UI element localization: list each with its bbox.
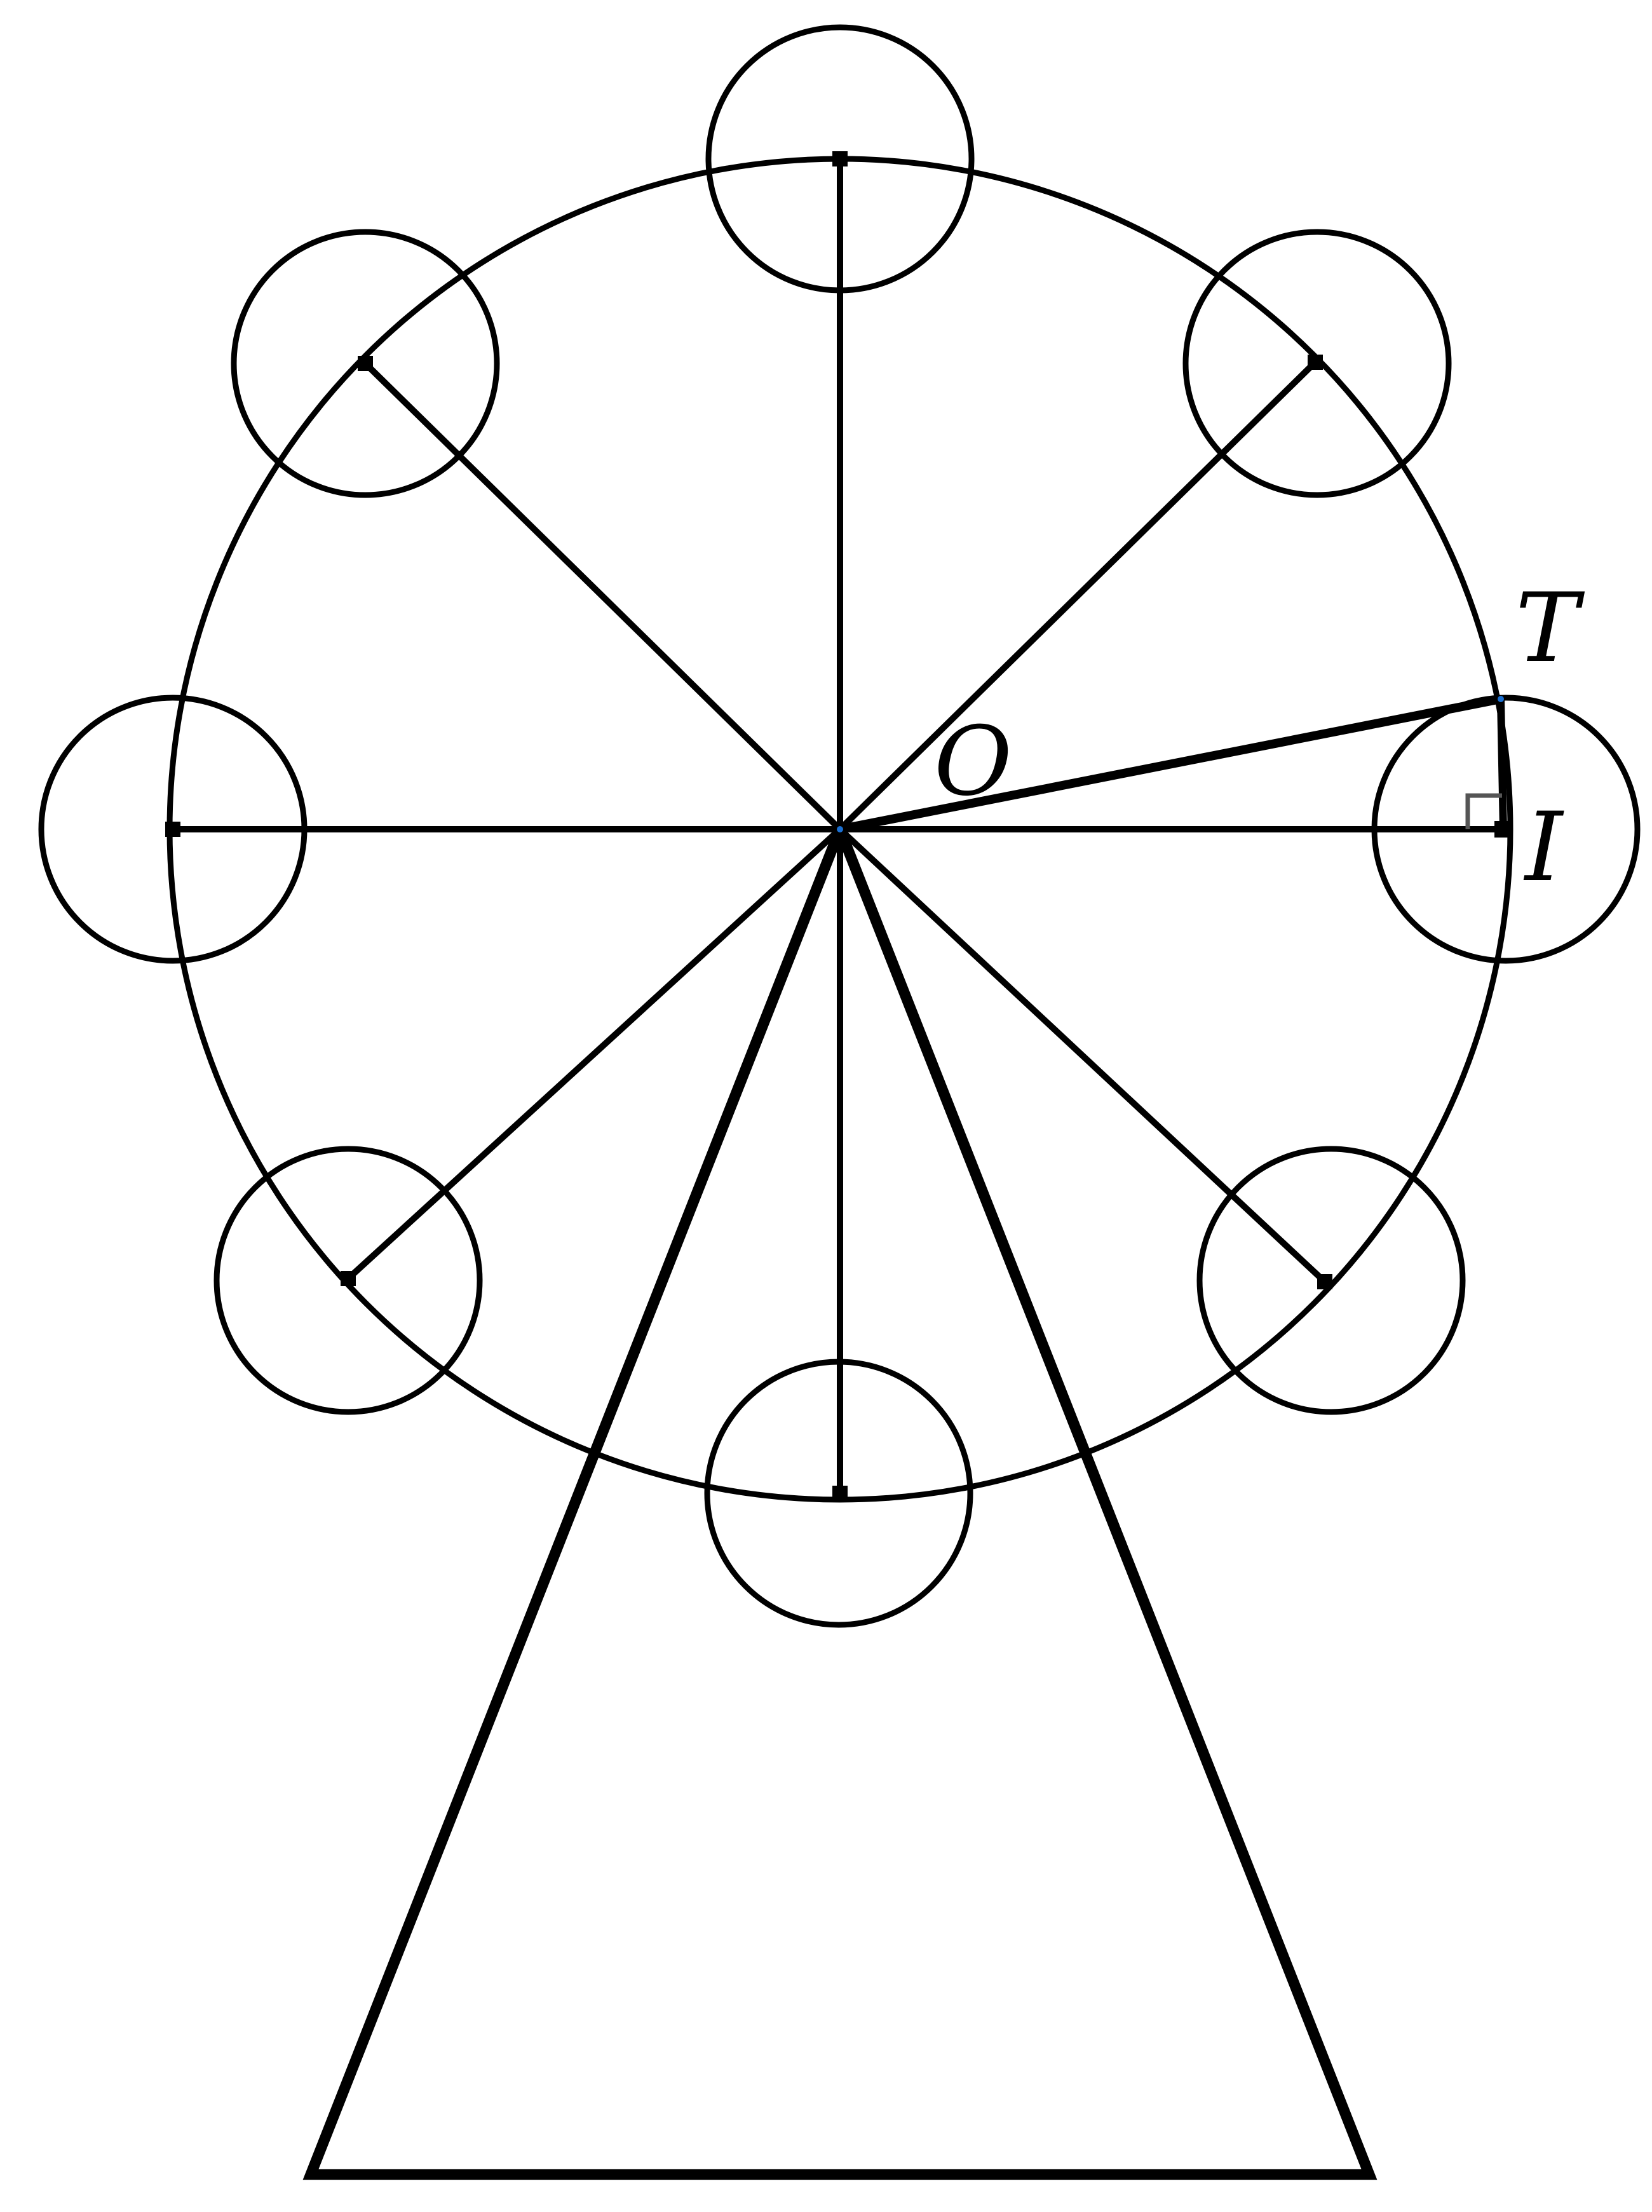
point-t-marker [1498,696,1504,702]
gondola-bottom [704,1359,973,1628]
spoke-bottom-right [837,827,1327,1284]
spoke-end-dots [165,151,1332,1501]
gondola-left [38,695,308,964]
dot-bottom-left [341,1271,356,1286]
support-legs-and-base [302,827,1378,2180]
dot-top-right [1308,355,1323,370]
point-o-marker [837,826,843,832]
gondola-right [1371,695,1641,964]
label-i: I [1523,792,1564,903]
dot-left [165,822,180,837]
segment-ti [1497,698,1507,830]
segment-ot [839,695,1502,834]
gondolas [38,24,1641,1628]
spoke-top-left [363,361,843,832]
gondola-bottom-right [1196,1146,1466,1415]
dot-top-left [358,356,373,371]
spokes [173,159,1503,1493]
point-i-marker [1494,821,1511,838]
gondola-top-right [1182,229,1452,498]
gondola-top-left [231,229,500,498]
right-angle-mark [1465,793,1502,829]
dot-bottom-right [1317,1274,1332,1289]
label-t: T [1515,573,1585,684]
gondola-top [705,24,975,294]
label-o: O [934,707,1012,817]
dot-bottom [832,1486,848,1501]
gondola-bottom-left [213,1146,483,1415]
spoke-top-right [837,360,1318,832]
dot-top [832,151,848,166]
spoke-bottom-left [346,827,843,1281]
support-frame [302,827,1378,2180]
